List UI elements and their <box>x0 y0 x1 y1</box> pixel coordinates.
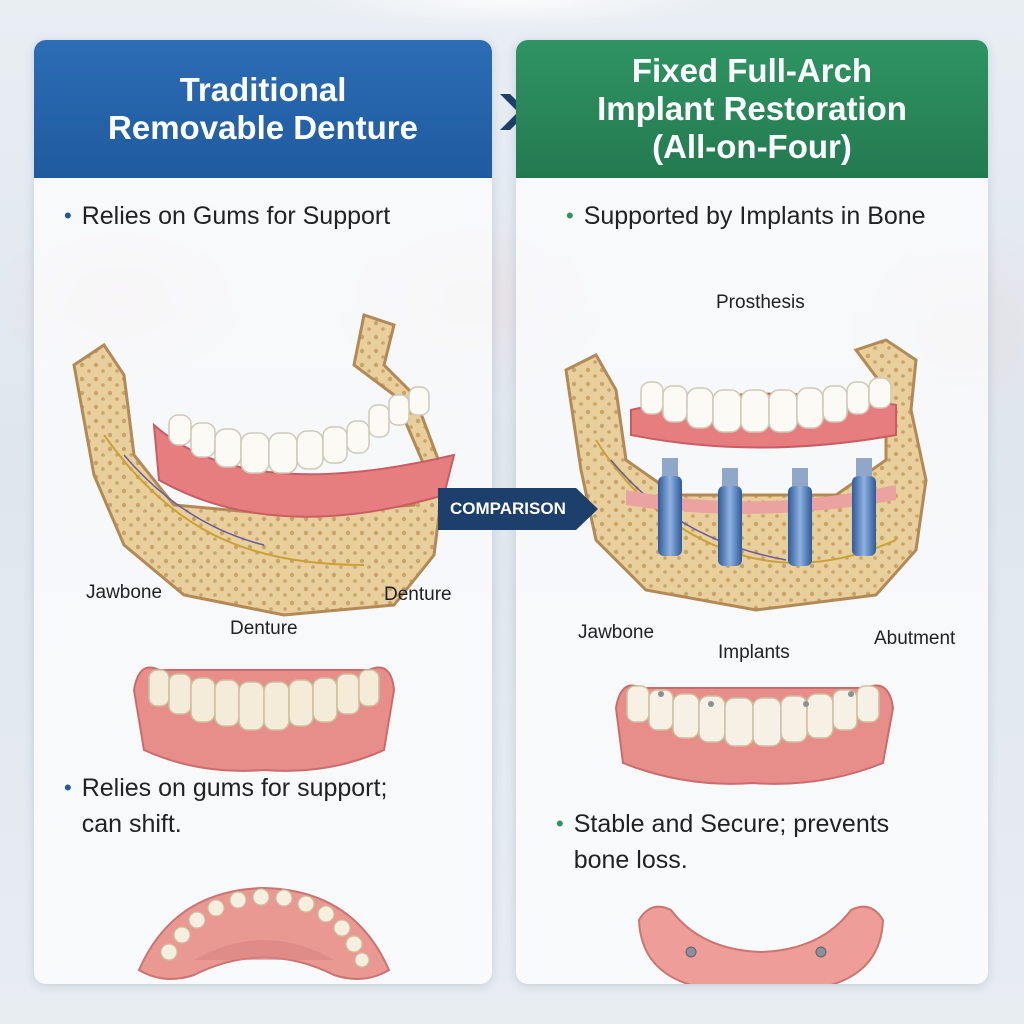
label-prosthesis: Prosthesis <box>716 292 805 313</box>
bullet-top-text: Relies on Gums for Support <box>81 202 391 230</box>
label-implants: Implants <box>718 642 790 663</box>
comparison-tag: COMPARISON <box>438 488 598 530</box>
prosthesis-underside-illustration <box>637 905 885 984</box>
traditional-denture-header: Traditional Removable Denture <box>34 40 492 178</box>
bullet-top: • Supported by Implants in Bone <box>566 198 926 234</box>
bullet-dot-icon: • <box>556 811 564 836</box>
implant-restoration-header: Fixed Full-Arch Implant Restoration (All… <box>516 40 988 178</box>
bullet-bottom-line-2: bone loss. <box>573 846 688 874</box>
bullet-bottom-line-1: Stable and Secure; prevents <box>573 810 890 838</box>
bullet-top-text: Supported by Implants in Bone <box>583 202 926 230</box>
header-line-3: (All-on-Four) <box>652 128 852 165</box>
label-abutment: Abutment <box>874 628 956 649</box>
traditional-denture-panel: Traditional Removable Denture • Relies o… <box>34 40 492 984</box>
denture-top-illustration <box>137 886 391 980</box>
comparison-label: COMPARISON <box>438 488 576 530</box>
fixed-prosthesis-front-illustration <box>614 684 895 785</box>
bullet-top: • Relies on Gums for Support <box>64 198 390 234</box>
header-line-2: Implant Restoration <box>597 90 907 127</box>
bullet-bottom: • Stable and Secure; prevents bone loss. <box>556 806 976 878</box>
label-denture-right: Denture <box>384 584 452 605</box>
bullet-bottom: • Relies on gums for support; can shift. <box>64 770 464 842</box>
bullet-dot-icon: • <box>64 203 72 228</box>
bullet-bottom-line-2: can shift. <box>81 810 182 838</box>
header-line-2: Removable Denture <box>108 109 418 146</box>
bullet-dot-icon: • <box>64 775 72 800</box>
denture-front-illustration <box>132 666 396 772</box>
header-line-1: Fixed Full-Arch <box>631 52 873 89</box>
arrow-right-icon <box>575 488 598 530</box>
header-line-1: Traditional <box>179 71 347 108</box>
bullet-dot-icon: • <box>566 203 574 228</box>
label-denture-center: Denture <box>230 618 298 639</box>
jaw-with-implants-illustration <box>564 338 928 612</box>
jaw-with-denture-illustration <box>72 313 456 617</box>
bullet-bottom-line-1: Relies on gums for support; <box>81 774 388 802</box>
label-jawbone: Jawbone <box>86 582 163 603</box>
label-jawbone: Jawbone <box>578 622 655 643</box>
